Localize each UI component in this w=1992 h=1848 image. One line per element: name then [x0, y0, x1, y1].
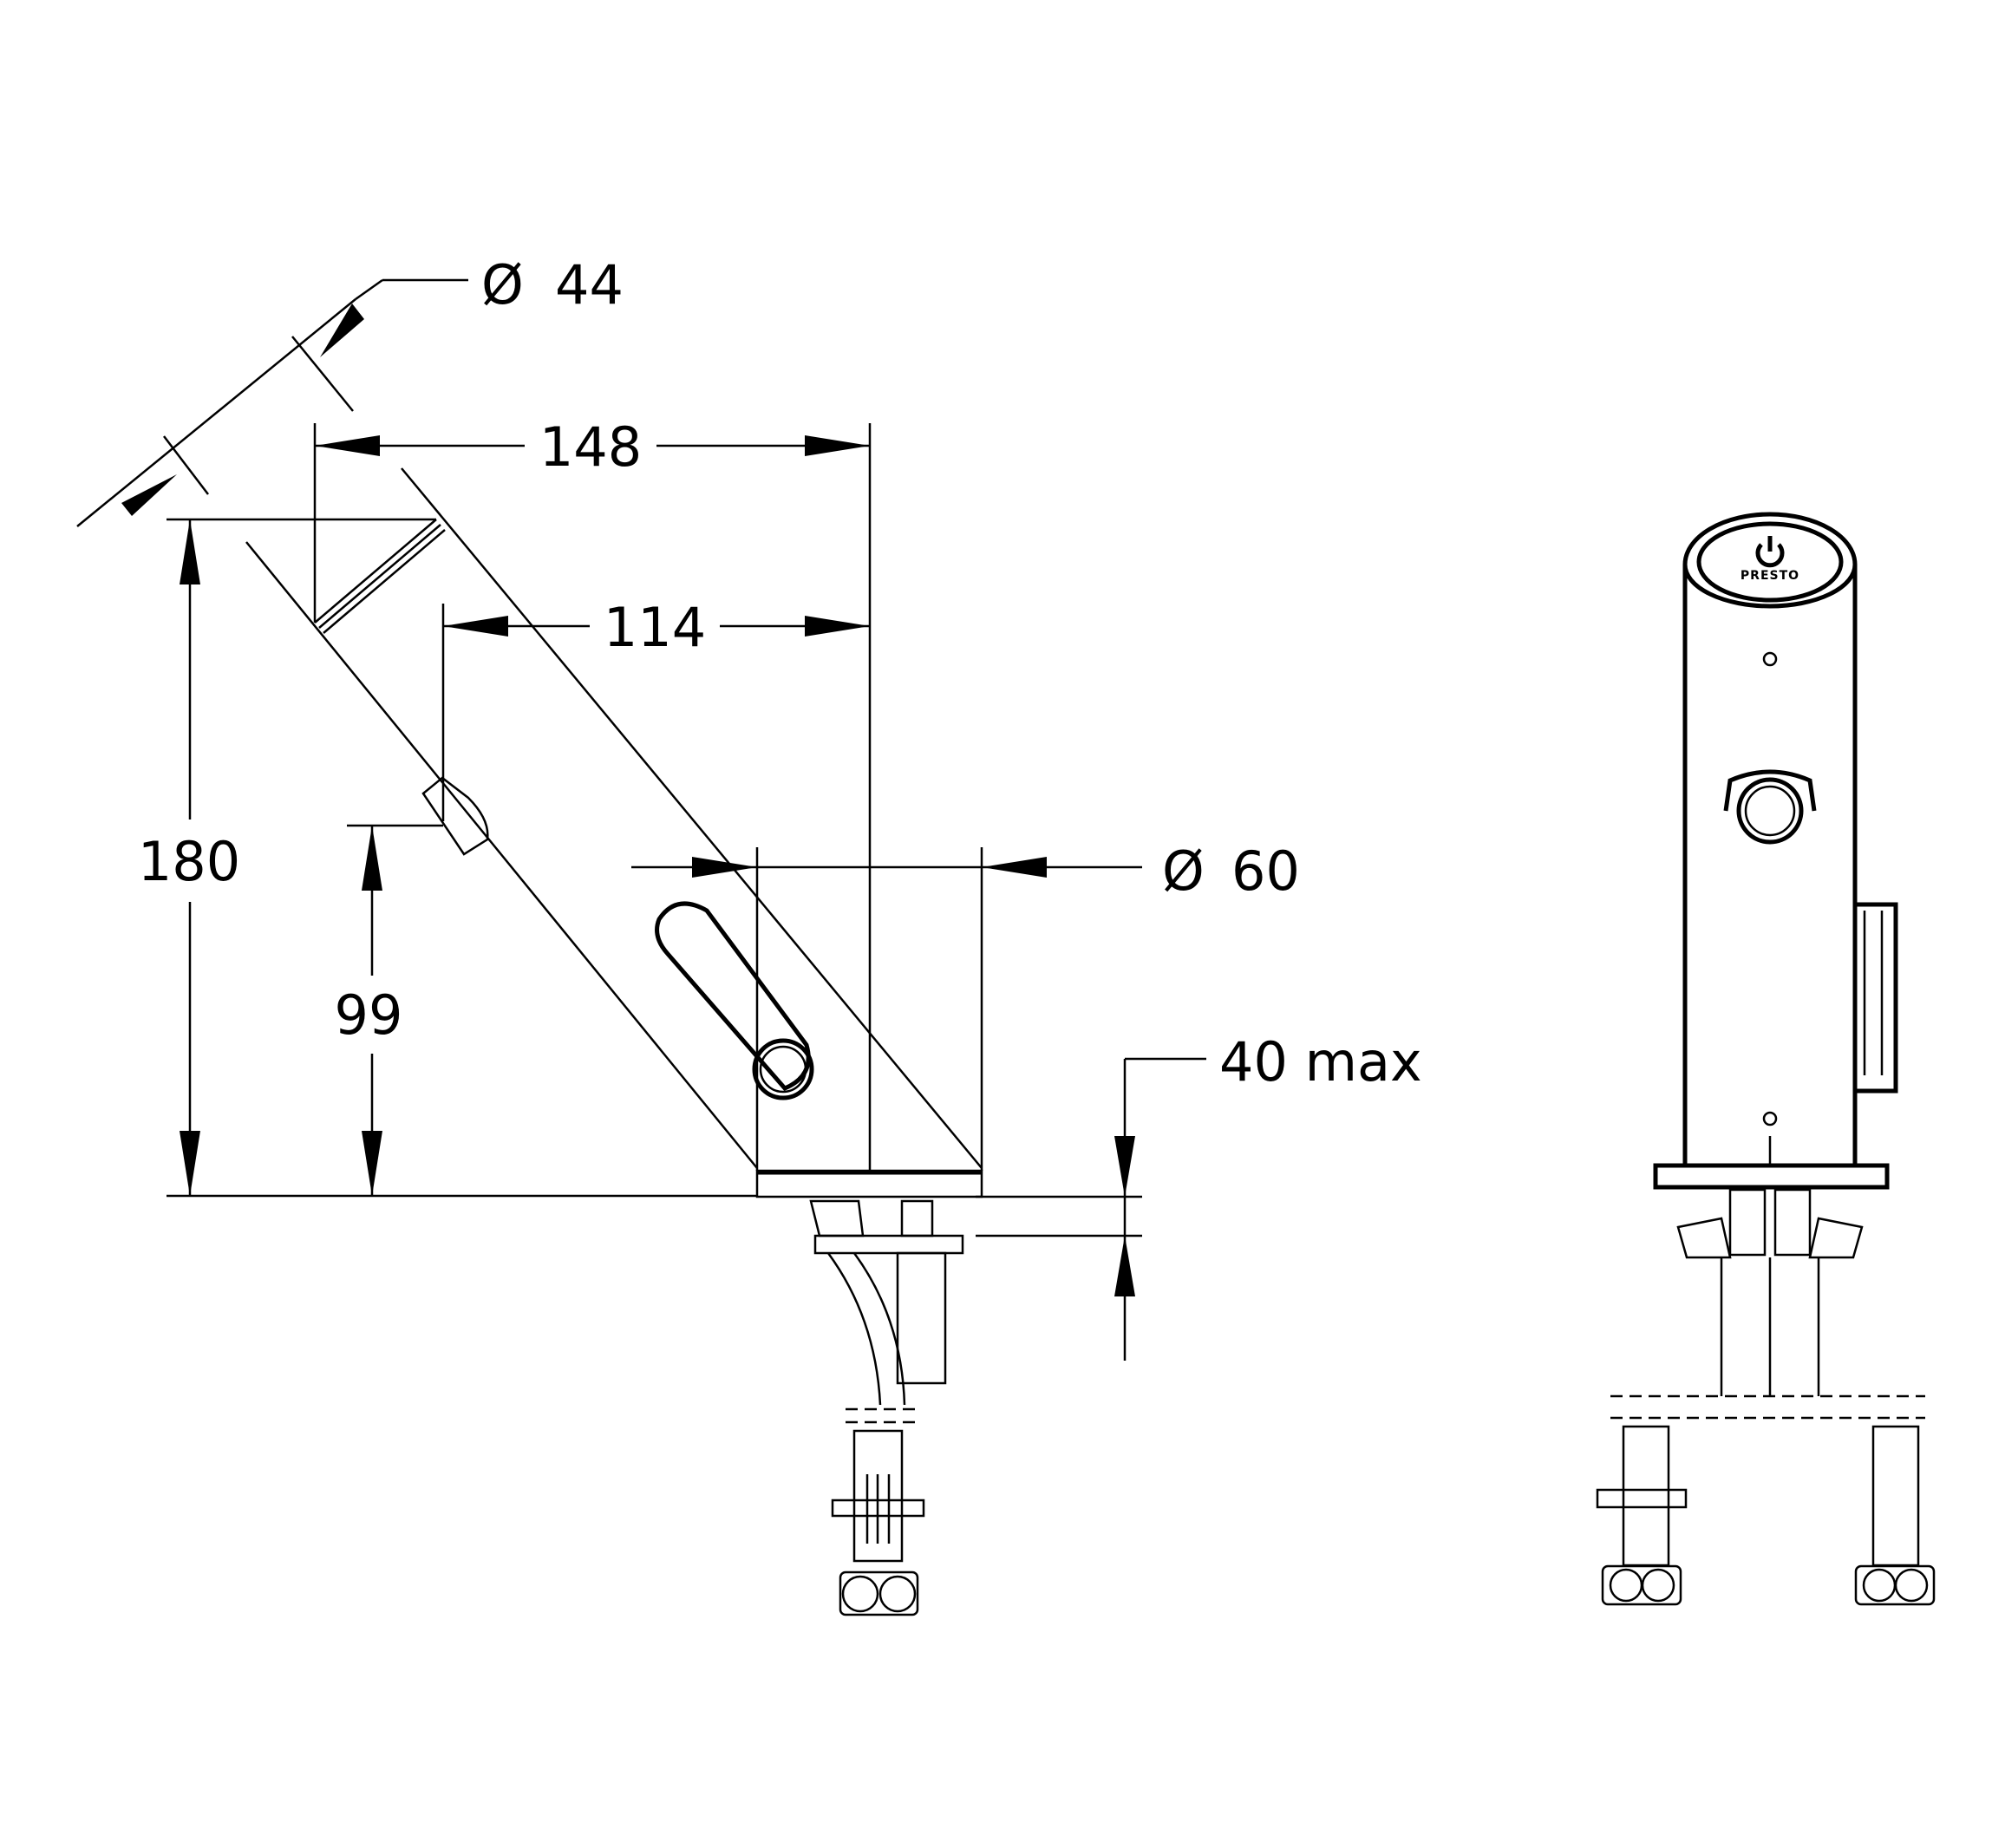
- dimension-sensor-reach: 114: [441, 596, 870, 821]
- diameter-symbol: Ø: [481, 253, 524, 317]
- spout-diameter-value: 44: [555, 253, 624, 317]
- sensor-window: [421, 776, 489, 856]
- front-view: PRESTO: [1596, 512, 1936, 1606]
- dimension-body-diameter: Ø 60: [631, 839, 1300, 1171]
- power-icon: [1755, 536, 1785, 568]
- temperature-lever: [1852, 902, 1898, 1094]
- handle-slot: [655, 901, 814, 1100]
- overall-height-value: 180: [138, 830, 240, 893]
- sensor-reach-value: 114: [604, 596, 706, 659]
- deck-thickness-value: 40 max: [1219, 1030, 1422, 1094]
- brand-logo: PRESTO: [1741, 569, 1799, 583]
- dimension-overall-reach: 148: [313, 415, 870, 623]
- overall-reach-value: 148: [539, 415, 642, 479]
- dimension-overall-height: 180: [138, 518, 757, 1198]
- diameter-symbol: Ø: [1162, 839, 1205, 903]
- supply-hoses: [1596, 1188, 1936, 1606]
- sensor-height-value: 99: [335, 983, 403, 1047]
- sensor-window: [1723, 769, 1817, 845]
- dimension-deck-thickness: 40 max: [976, 1030, 1422, 1361]
- dimension-sensor-height: 99: [335, 824, 443, 1196]
- base-plate: [1653, 1163, 1890, 1190]
- side-view: Ø 44 148 114 180: [76, 253, 1422, 1616]
- supply-hoses: [809, 1199, 964, 1616]
- body-diameter-value: 60: [1231, 839, 1300, 903]
- dimension-spout-diameter: Ø 44: [76, 253, 624, 527]
